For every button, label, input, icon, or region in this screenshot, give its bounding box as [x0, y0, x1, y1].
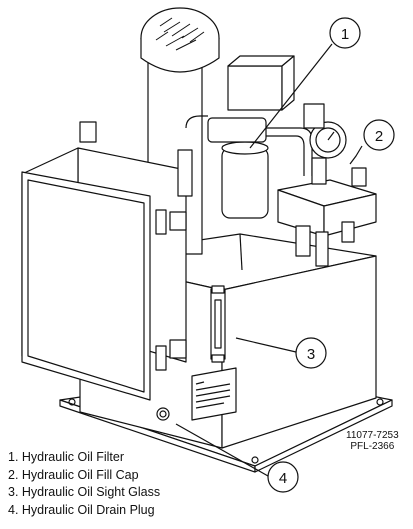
- callout-2: 2: [363, 119, 395, 151]
- figure-id-line-2: PFL-2366: [350, 441, 395, 452]
- valve-manifold: [277, 103, 377, 267]
- callout-1: 1: [329, 17, 361, 49]
- fan-cover-grille: [155, 17, 205, 51]
- sight-glass: [210, 285, 226, 363]
- figure-id: 11077-7253 PFL-2366: [346, 430, 399, 452]
- legend-item-1: 1. Hydraulic Oil Filter: [8, 450, 124, 464]
- svg-text:2: 2: [375, 128, 383, 145]
- figure-id-line-1: 11077-7253: [346, 430, 399, 441]
- svg-text:1: 1: [341, 26, 349, 43]
- callout-leaders: [175, 43, 363, 477]
- svg-text:3: 3: [307, 346, 315, 363]
- electrical-enclosure: [21, 121, 193, 401]
- legend-item-2: 2. Hydraulic Oil Fill Cap: [8, 467, 139, 482]
- drain-plug: [156, 407, 170, 421]
- callout-3: 3: [295, 337, 327, 369]
- data-plate: [191, 367, 237, 421]
- parts-legend: 1. Hydraulic Oil Filter 2. Hydraulic Oil…: [8, 449, 160, 519]
- legend-item-4: 4. Hydraulic Oil Drain Plug: [8, 502, 155, 517]
- legend-item-3: 3. Hydraulic Oil Sight Glass: [8, 485, 161, 500]
- svg-text:4: 4: [279, 470, 287, 487]
- callout-4: 4: [267, 461, 299, 493]
